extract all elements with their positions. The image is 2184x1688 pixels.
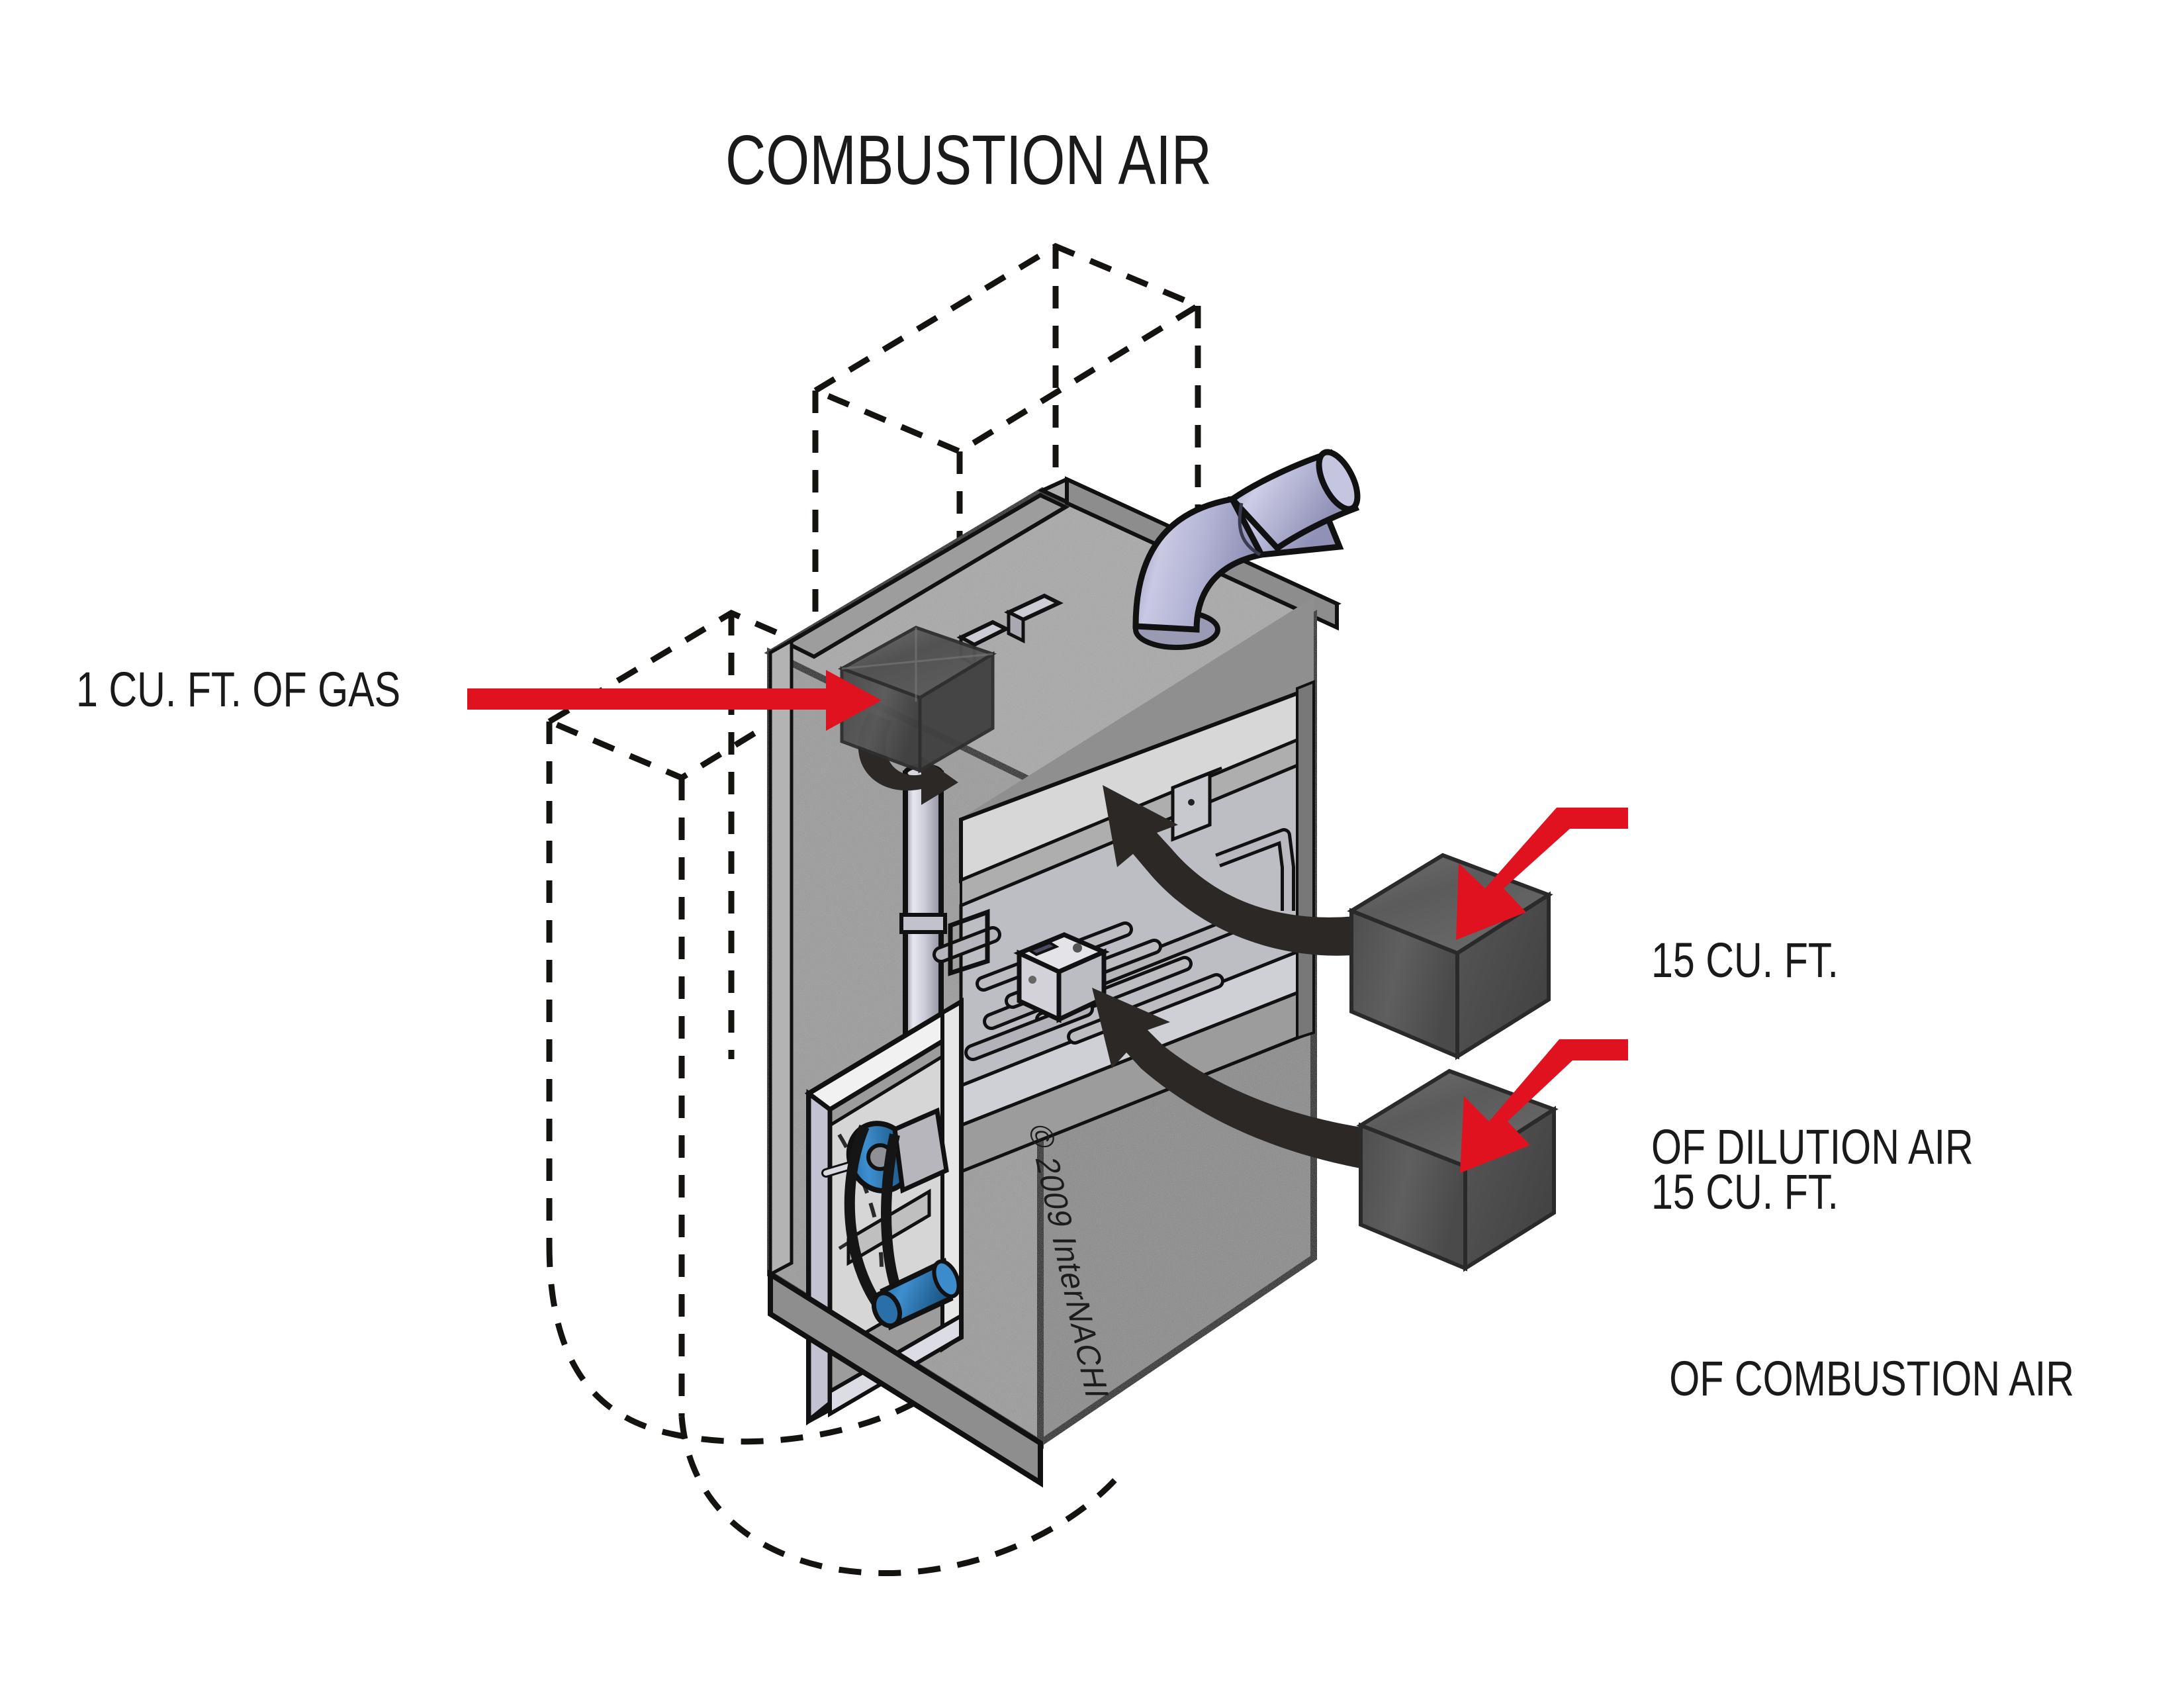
dilution-label-line1: 15 CU. FT.	[1651, 933, 1839, 988]
page-title: COMBUSTION AIR	[725, 121, 1212, 199]
gas-valve	[1013, 932, 1110, 1023]
dilution-callout-label: 15 CU. FT. OF DILUTION AIR	[1651, 805, 1974, 1303]
dilution-air-cube	[1347, 853, 1553, 1060]
dilution-label-line2: OF DILUTION AIR	[1651, 1119, 1974, 1174]
combustion-callout-arrow	[1460, 1039, 1628, 1173]
combustion-label-line2: OF COMBUSTION AIR	[1669, 1351, 2074, 1406]
combustion-air-arrow	[1092, 988, 1395, 1173]
cabinet-base	[768, 1269, 1043, 1488]
dilution-callout-arrow	[1456, 808, 1628, 940]
combustion-label-line1: 15 CU. FT.	[1651, 1164, 1839, 1219]
gas-callout-arrow	[467, 670, 882, 731]
combustion-callout-label: 15 CU. FT. OF COMBUSTION AIR	[1651, 1037, 2074, 1534]
combustion-air-cube	[1356, 1068, 1559, 1272]
plenum-tabs	[956, 593, 1064, 668]
flue-pipe	[1132, 449, 1361, 650]
gas-callout-label: 1 CU. FT. OF GAS	[76, 662, 401, 717]
